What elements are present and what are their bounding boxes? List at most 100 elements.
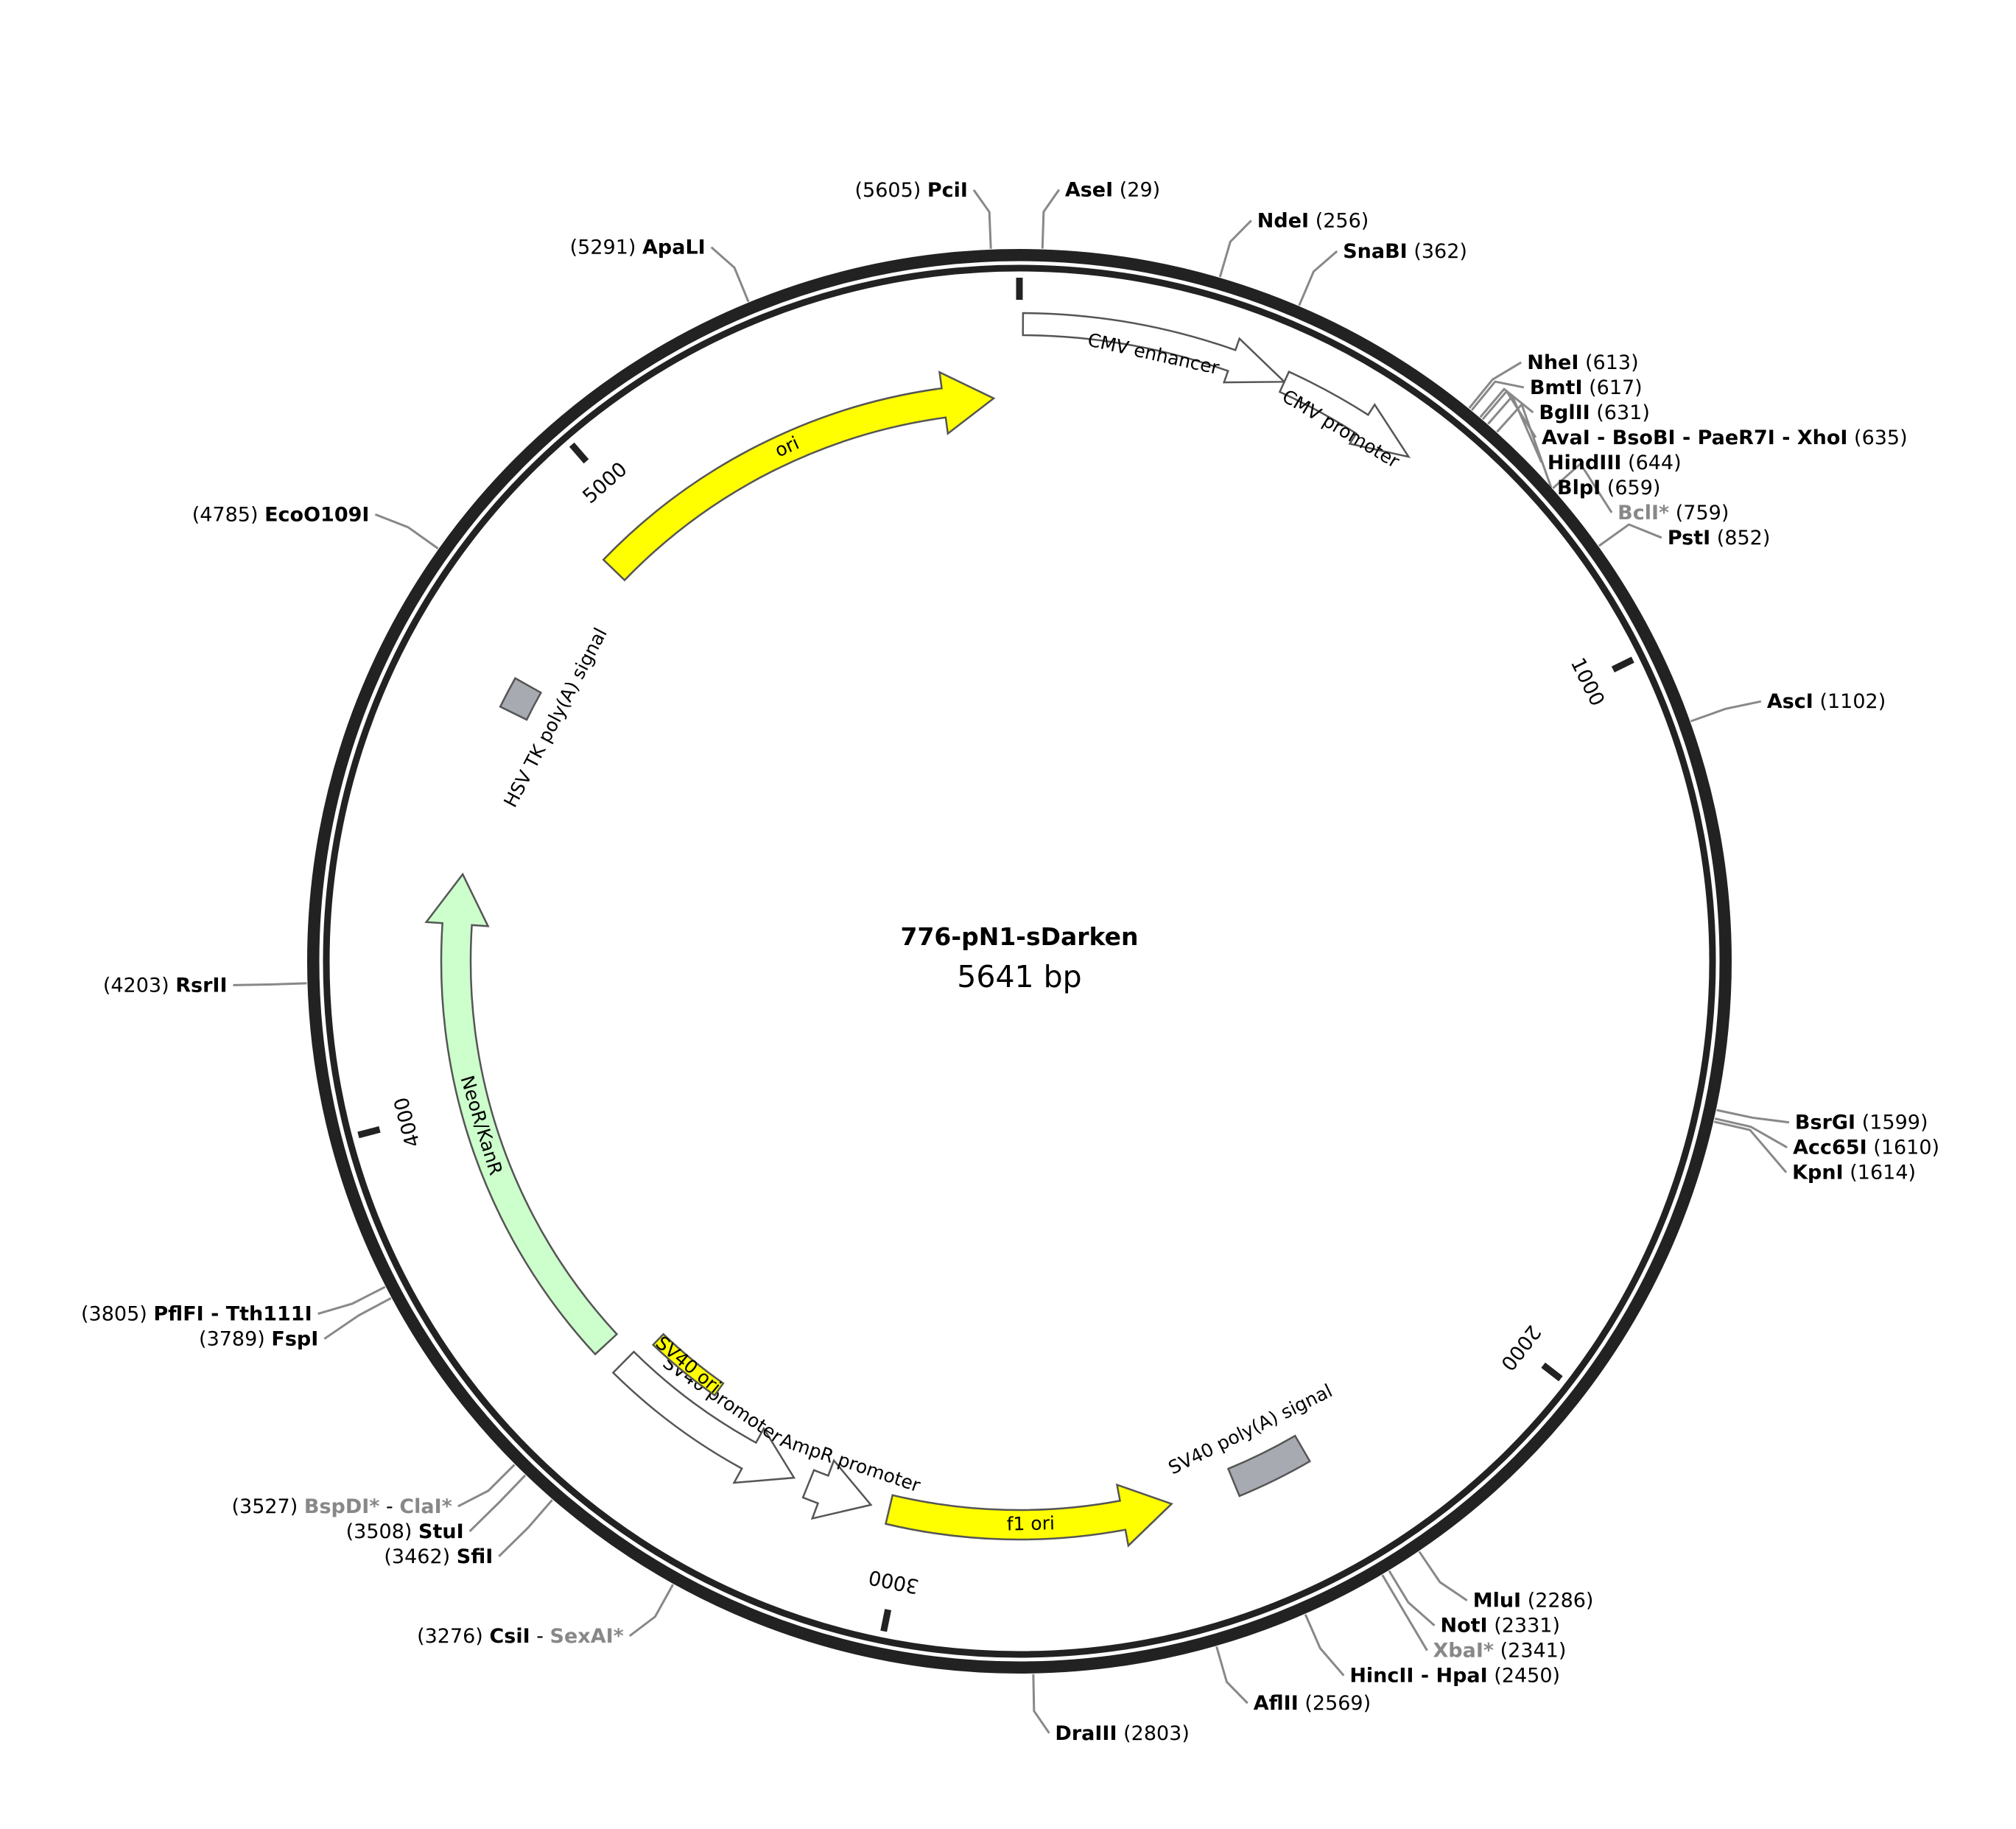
feature-sv40-ori-shape xyxy=(651,1333,725,1397)
tick-label: 5000 xyxy=(578,458,631,508)
site-name: PflFI - Tth111I xyxy=(153,1303,312,1326)
site-leader-line xyxy=(468,1474,527,1532)
site-position: (2803) xyxy=(1123,1722,1190,1745)
feature-ori: ori xyxy=(602,371,996,582)
site-name: NheI xyxy=(1527,351,1578,374)
site-leader-line xyxy=(323,1296,392,1340)
site-leader-line xyxy=(1714,1117,1788,1149)
site-leader-line xyxy=(1552,462,1613,513)
site-leader-line xyxy=(1298,250,1338,306)
restriction-site-label: BlpI (659) xyxy=(1557,477,1660,499)
site-position: (2331) xyxy=(1494,1615,1560,1637)
site-position: (3789) xyxy=(199,1328,265,1351)
site-name: AvaI - BsoBI - PaeR7I - XhoI xyxy=(1542,426,1848,449)
site-position: (4203) xyxy=(103,974,169,997)
feature-sv40-polya: SV40 poly(A) signal xyxy=(1165,1380,1335,1498)
site-name: SfiI xyxy=(457,1545,494,1568)
site-position: (635) xyxy=(1854,426,1908,449)
site-labels: AseI (29)NdeI (256)SnaBI (362)NheI (613)… xyxy=(81,179,1939,1745)
restriction-site-label: BglII (631) xyxy=(1539,401,1649,424)
site-leader-line xyxy=(1470,380,1525,411)
site-leader-line xyxy=(1418,1551,1468,1601)
tick-mark xyxy=(1611,656,1634,673)
restriction-site-label: DraIII (2803) xyxy=(1055,1722,1189,1745)
site-position: (659) xyxy=(1607,477,1661,499)
restriction-site-label: BsrGI (1599) xyxy=(1795,1112,1928,1134)
site-leader-line xyxy=(457,1464,516,1508)
site-position: (3276) xyxy=(417,1625,483,1648)
site-name: PstI xyxy=(1668,527,1710,550)
backbone-ring xyxy=(307,249,1732,1674)
site-leader-line xyxy=(1032,1674,1050,1734)
site-name: AseI xyxy=(1065,179,1113,202)
site-name: CsiI xyxy=(489,1625,530,1648)
restriction-site-label: KpnI (1614) xyxy=(1792,1162,1916,1184)
feature-cmv-enhancer: CMV enhancer xyxy=(1022,312,1287,384)
site-name: BmtI xyxy=(1530,376,1583,399)
tick-label: 2000 xyxy=(1496,1321,1545,1375)
site-position: (1102) xyxy=(1819,690,1886,713)
site-position: (613) xyxy=(1585,351,1639,374)
site-name: AflII xyxy=(1254,1692,1299,1715)
restriction-site-label: (4785) EcoO109I xyxy=(192,503,370,526)
feature-f1-ori-shape xyxy=(884,1483,1173,1548)
tick-mark xyxy=(357,1126,381,1139)
site-position: (2286) xyxy=(1528,1590,1594,1612)
feature-sv40-promoter-shape xyxy=(611,1350,796,1484)
tick-mark xyxy=(569,442,589,464)
site-leader-line xyxy=(1215,1646,1248,1705)
site-leader-line xyxy=(1713,1120,1788,1173)
site-leader-line xyxy=(1479,387,1534,418)
site-leader-line xyxy=(1468,361,1522,409)
site-position: (256) xyxy=(1316,209,1369,232)
site-name: HincII - HpaI xyxy=(1349,1665,1487,1688)
feature-f1-ori: f1 ori xyxy=(884,1483,1173,1548)
restriction-site-label: SnaBI (362) xyxy=(1343,240,1467,263)
site-leader-line xyxy=(1218,220,1252,278)
site-name: HindIII xyxy=(1548,452,1622,474)
site-name: PciI xyxy=(927,179,968,202)
site-leader-line xyxy=(1716,1109,1790,1124)
feature-sv40-polya-shape xyxy=(1226,1434,1312,1498)
restriction-site-label: BmtI (617) xyxy=(1530,376,1643,399)
restriction-site-label: (5291) ApaLI xyxy=(570,236,706,259)
site-leader-lines xyxy=(233,189,1790,1734)
site-position: (631) xyxy=(1596,401,1650,424)
feature-neor-kanr-label: NeoR/KanR xyxy=(456,1073,506,1178)
site-name: MluI xyxy=(1473,1590,1521,1612)
restriction-site-label: (3462) SfiI xyxy=(384,1545,493,1568)
restriction-site-label: MluI (2286) xyxy=(1473,1590,1594,1612)
site-name: NotI xyxy=(1441,1615,1488,1637)
feature-cmv-promoter-shape xyxy=(1278,371,1411,459)
site-leader-line xyxy=(1041,189,1061,249)
restriction-site-label: (3527) BspDI* - ClaI* xyxy=(231,1495,452,1518)
site-position: (1610) xyxy=(1873,1137,1939,1159)
site-position: (852) xyxy=(1717,527,1771,550)
backbone-outer-ring xyxy=(307,249,1732,1674)
restriction-site-label: HincII - HpaI (2450) xyxy=(1349,1665,1560,1688)
site-position: (1599) xyxy=(1862,1112,1928,1134)
feature-ori-shape xyxy=(602,371,996,582)
site-name: ApaLI xyxy=(642,236,706,259)
site-position: (2569) xyxy=(1304,1692,1371,1715)
restriction-site-label: (3508) StuI xyxy=(346,1520,464,1543)
site-leader-line xyxy=(1481,389,1537,438)
restriction-site-label: NdeI (256) xyxy=(1257,209,1369,232)
site-name: SexAI* xyxy=(550,1625,624,1648)
restriction-site-label: (3789) FspI xyxy=(199,1328,318,1351)
site-leader-line xyxy=(1304,1614,1345,1677)
tick-mark xyxy=(1541,1362,1563,1382)
restriction-site-label: (4203) RsrII xyxy=(103,974,228,997)
site-leader-line xyxy=(1487,394,1543,463)
restriction-site-label: AscI (1102) xyxy=(1767,690,1886,713)
restriction-site-label: (5605) PciI xyxy=(855,179,968,202)
feature-f1-ori-label: f1 ori xyxy=(1006,1512,1055,1534)
site-name: RsrII xyxy=(175,974,227,997)
site-name: AscI xyxy=(1767,690,1813,713)
site-name: SnaBI xyxy=(1343,240,1408,263)
site-position: (617) xyxy=(1589,376,1643,399)
site-name: ClaI* xyxy=(399,1495,452,1518)
backbone-inner-ring xyxy=(323,264,1716,1658)
site-position: (2450) xyxy=(1494,1665,1560,1688)
tick-mark xyxy=(880,1609,892,1632)
